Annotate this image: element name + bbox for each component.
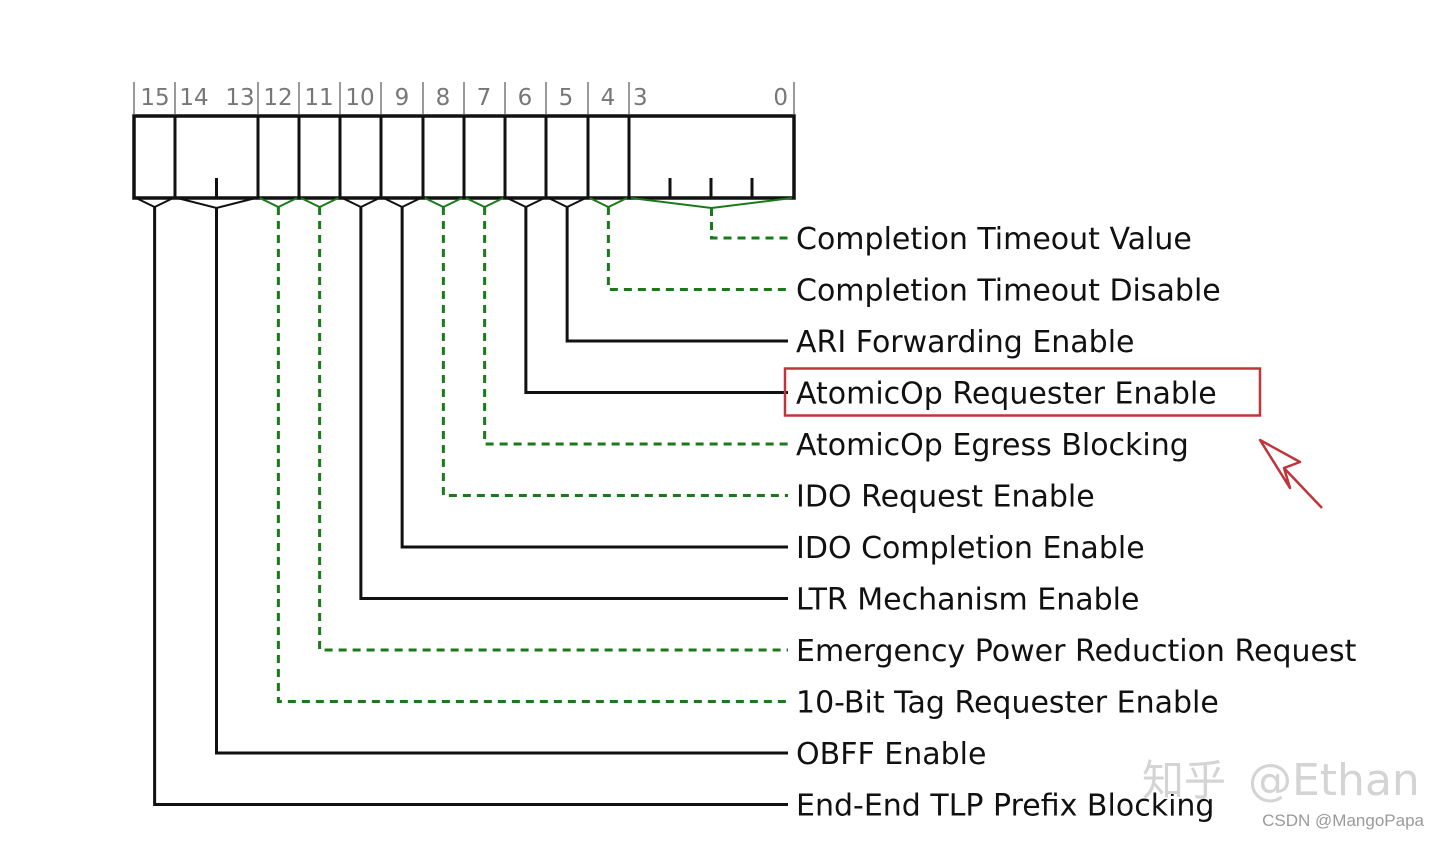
field-leader — [400, 207, 788, 549]
field-leader — [318, 207, 788, 652]
field-leader — [710, 208, 788, 240]
highlight-box — [783, 367, 1262, 417]
watermark: 知乎 @Ethan CSDN @MangoPapa — [1142, 755, 1425, 830]
field-label: ARI Forwarding Enable — [796, 325, 1135, 360]
field-label: AtomicOp Egress Blocking — [796, 428, 1189, 463]
field-label: AtomicOp Requester Enable — [796, 377, 1217, 412]
highlight-annotations — [783, 367, 1323, 509]
watermark-csdn: CSDN @MangoPapa — [1262, 811, 1424, 830]
register-box — [132, 114, 796, 200]
field-label: Completion Timeout Disable — [796, 274, 1221, 309]
bit-number: 5 — [559, 85, 574, 111]
field-label: LTR Mechanism Enable — [796, 583, 1139, 618]
bit-number: 11 — [304, 85, 333, 111]
bit-number: 12 — [263, 85, 292, 111]
field-leader — [524, 207, 788, 394]
field-label: Completion Timeout Value — [796, 222, 1192, 257]
field-label: IDO Request Enable — [796, 480, 1095, 515]
bit-number: 3 — [633, 85, 648, 111]
field-leader — [359, 207, 788, 600]
field-label: 10-Bit Tag Requester Enable — [796, 686, 1219, 721]
bit-number: 14 — [179, 85, 208, 111]
field-leader-lines — [135, 197, 793, 806]
bit-number: 6 — [518, 85, 533, 111]
bit-number: 0 — [773, 85, 788, 111]
field-leader — [153, 207, 788, 806]
field-leader — [215, 208, 788, 755]
arrow-icon — [1258, 438, 1323, 509]
field-label: IDO Completion Enable — [796, 531, 1145, 566]
bit-number: 10 — [345, 85, 374, 111]
watermark-zhihu-cn: 知乎 — [1142, 756, 1226, 805]
bit-number: 15 — [140, 85, 169, 111]
field-leader — [483, 207, 788, 446]
field-label: Emergency Power Reduction Request — [796, 634, 1357, 669]
field-leader — [441, 207, 788, 497]
watermark-zhihu-handle: @Ethan — [1248, 755, 1420, 806]
bit-number: 7 — [477, 85, 492, 111]
field-label: OBFF Enable — [796, 737, 986, 772]
field-leader — [606, 207, 788, 291]
bit-number: 13 — [225, 85, 254, 111]
field-leader — [276, 207, 788, 703]
field-label: End-End TLP Prefix Blocking — [796, 789, 1214, 824]
bit-number: 8 — [436, 85, 451, 111]
bit-number: 4 — [601, 85, 616, 111]
field-leader — [565, 207, 788, 343]
bit-number: 9 — [395, 85, 410, 111]
bit-position-ticks — [133, 82, 795, 114]
